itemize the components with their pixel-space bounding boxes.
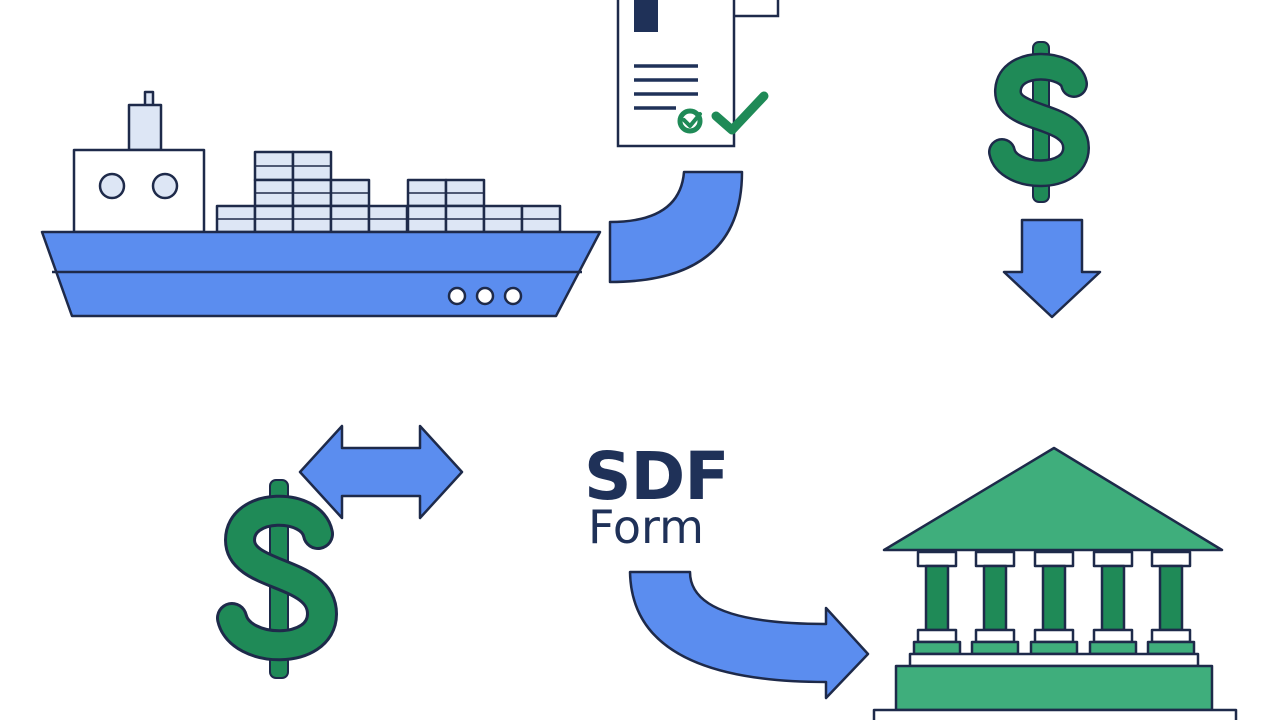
container-stripes (217, 165, 560, 220)
dollar-icon (988, 41, 1091, 203)
ship-porthole (98, 172, 126, 200)
bank-columns (912, 550, 1196, 656)
bank-base (894, 664, 1214, 712)
ship-containers (215, 150, 562, 234)
curved-arrow-icon (608, 170, 744, 284)
bank-foundation (872, 708, 1238, 720)
document-tab (728, 0, 780, 18)
checkmark-icon (677, 91, 769, 135)
dollar-icon (216, 479, 339, 679)
down-arrow-icon (1002, 218, 1102, 319)
check-mark (711, 91, 769, 135)
double-arrow-icon (298, 424, 464, 520)
cargo-ship-icon (40, 90, 602, 318)
document-header-block (634, 0, 658, 32)
curved-arrow-icon (628, 570, 870, 700)
ship-cabin (72, 148, 206, 234)
form-subtitle: Form (588, 500, 704, 554)
bank-icon (872, 446, 1238, 720)
sdf-title: SDF (584, 438, 728, 515)
document-icon (616, 0, 780, 148)
ship-porthole (151, 172, 179, 200)
hull-porthole (503, 286, 523, 306)
ship-chimney (127, 103, 163, 152)
hull-porthole (447, 286, 467, 306)
hull-porthole (475, 286, 495, 306)
check-seal-icon (677, 108, 703, 134)
bank-roof (882, 446, 1224, 552)
bank-step (908, 652, 1200, 668)
